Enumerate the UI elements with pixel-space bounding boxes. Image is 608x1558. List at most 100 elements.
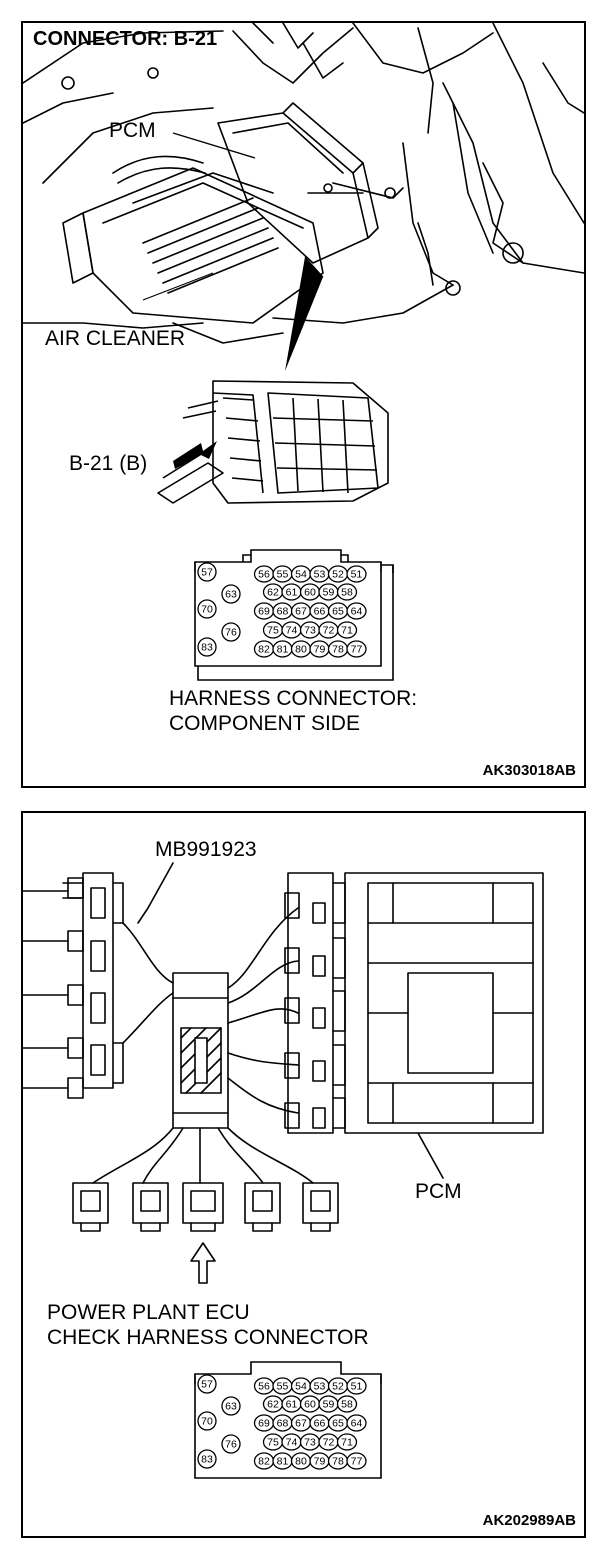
connector-pin: 80 — [290, 1452, 312, 1470]
svg-text:53: 53 — [314, 569, 326, 581]
connector-pin: 54 — [290, 1377, 312, 1395]
connector-pin: 72 — [318, 1433, 339, 1451]
svg-text:65: 65 — [332, 1418, 344, 1430]
svg-text:73: 73 — [304, 1437, 316, 1449]
connector-pin: 65 — [327, 1414, 349, 1432]
svg-text:83: 83 — [201, 642, 213, 654]
svg-text:78: 78 — [332, 1456, 344, 1468]
connector-pin: 76 — [221, 622, 241, 642]
connector-pin: 68 — [272, 1414, 293, 1432]
svg-text:70: 70 — [201, 604, 213, 616]
connector-pin: 62 — [262, 583, 284, 601]
svg-text:76: 76 — [225, 1439, 237, 1451]
figure-code: AK303018AB — [482, 762, 576, 779]
check-harness-connector-caption: CHECK HARNESS CONNECTOR — [47, 1326, 369, 1349]
svg-text:51: 51 — [351, 569, 363, 581]
svg-text:75: 75 — [267, 625, 279, 637]
svg-text:66: 66 — [314, 606, 326, 618]
connector-pin: 58 — [336, 1395, 358, 1413]
power-plant-ecu-caption: POWER PLANT ECU — [47, 1301, 250, 1324]
connector-pin: 53 — [309, 565, 330, 583]
connector-pin: 67 — [290, 602, 312, 620]
connector-pin: 73 — [299, 1433, 321, 1451]
connector-pin: 66 — [309, 602, 330, 620]
svg-text:60: 60 — [304, 587, 316, 599]
svg-text:66: 66 — [314, 1418, 326, 1430]
connector-pin: 63 — [221, 584, 241, 604]
svg-text:67: 67 — [295, 606, 307, 618]
svg-text:63: 63 — [225, 589, 237, 601]
svg-text:68: 68 — [277, 1418, 289, 1430]
svg-text:51: 51 — [351, 1381, 363, 1393]
svg-text:71: 71 — [341, 1437, 353, 1449]
svg-text:77: 77 — [351, 644, 363, 656]
connector-pin: 79 — [309, 1452, 330, 1470]
connector-pin: 54 — [290, 565, 312, 583]
svg-text:81: 81 — [277, 1456, 289, 1468]
svg-text:54: 54 — [295, 1381, 307, 1393]
connector-pin: 52 — [327, 1377, 349, 1395]
svg-text:60: 60 — [304, 1399, 316, 1411]
connector-pin: 57 — [197, 562, 217, 582]
svg-text:57: 57 — [201, 1379, 213, 1391]
air-cleaner-label: AIR CLEANER — [45, 327, 186, 350]
svg-text:54: 54 — [295, 569, 307, 581]
connector-pin: 65 — [327, 602, 349, 620]
connector-pin: 73 — [299, 621, 321, 639]
pcm-label: PCM — [415, 1180, 462, 1203]
connector-pin: 77 — [346, 640, 367, 658]
figure-code: AK202989AB — [482, 1512, 576, 1529]
connector-pin: 55 — [272, 565, 293, 583]
svg-text:83: 83 — [201, 1454, 213, 1466]
svg-text:69: 69 — [258, 606, 270, 618]
connector-pin: 83 — [197, 637, 217, 657]
connector-pin: 81 — [272, 640, 293, 658]
connector-pin: 77 — [346, 1452, 367, 1470]
svg-text:64: 64 — [351, 1418, 363, 1430]
mb991923-label: MB991923 — [155, 838, 257, 861]
connector-pin: 75 — [262, 621, 284, 639]
svg-text:69: 69 — [258, 1418, 270, 1430]
connector-pin: 71 — [336, 1433, 358, 1451]
svg-text:74: 74 — [286, 625, 298, 637]
svg-text:52: 52 — [332, 1381, 344, 1393]
svg-text:65: 65 — [332, 606, 344, 618]
connector-pin: 55 — [272, 1377, 293, 1395]
pcm-label: PCM — [109, 119, 156, 142]
connector-pin: 75 — [262, 1433, 284, 1451]
connector-pin: 83 — [197, 1449, 217, 1469]
connector-pin: 71 — [336, 621, 358, 639]
connector-pin: 61 — [281, 1395, 302, 1413]
svg-text:64: 64 — [351, 606, 363, 618]
svg-text:79: 79 — [314, 644, 326, 656]
svg-text:82: 82 — [258, 1456, 270, 1468]
svg-text:63: 63 — [225, 1401, 237, 1413]
connector-pin: 58 — [336, 583, 358, 601]
svg-text:58: 58 — [341, 1399, 353, 1411]
svg-text:55: 55 — [277, 1381, 289, 1393]
svg-text:59: 59 — [323, 1399, 335, 1411]
connector-pin: 82 — [253, 1452, 275, 1470]
svg-text:78: 78 — [332, 644, 344, 656]
connector-pin: 64 — [346, 602, 367, 620]
svg-text:57: 57 — [201, 567, 213, 579]
connector-pin: 78 — [327, 1452, 349, 1470]
svg-text:76: 76 — [225, 627, 237, 639]
connector-pin: 52 — [327, 565, 349, 583]
svg-text:53: 53 — [314, 1381, 326, 1393]
connector-pin: 53 — [309, 1377, 330, 1395]
connector-pin: 79 — [309, 640, 330, 658]
svg-text:70: 70 — [201, 1416, 213, 1428]
connector-pin: 70 — [197, 1411, 217, 1431]
connector-title: CONNECTOR: B-21 — [33, 28, 218, 50]
svg-text:80: 80 — [295, 1456, 307, 1468]
svg-text:73: 73 — [304, 625, 316, 637]
connector-pin: 51 — [346, 565, 367, 583]
svg-text:81: 81 — [277, 644, 289, 656]
svg-text:62: 62 — [267, 1399, 279, 1411]
connector-pin: 76 — [221, 1434, 241, 1454]
connector-pin: 74 — [281, 621, 302, 639]
connector-pin: 82 — [253, 640, 275, 658]
connector-pin: 68 — [272, 602, 293, 620]
